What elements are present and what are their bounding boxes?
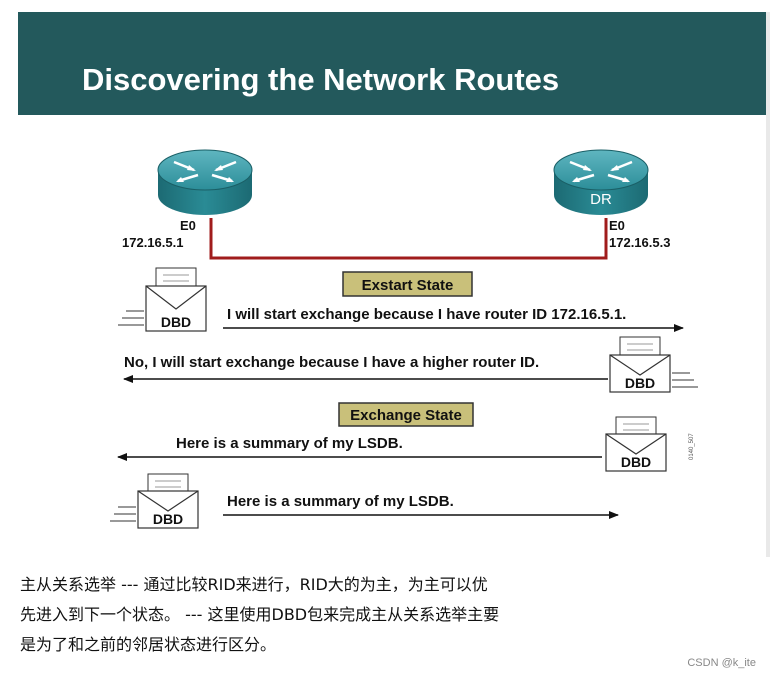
caption-line-1: 主从关系选举 --- 通过比较RID来进行，RID大的为主，为主可以优	[20, 575, 488, 594]
watermark-credit: CSDN @k_ite	[687, 657, 756, 669]
router-icon-dr	[553, 149, 649, 215]
slide: Discovering the Network Routes	[18, 12, 770, 557]
message-3: Here is a summary of my LSDB.	[176, 435, 403, 452]
exstart-state-box	[342, 271, 473, 297]
slide-edge	[766, 12, 770, 557]
caption: 主从关系选举 --- 通过比较RID来进行，RID大的为主，为主可以优 先进入到…	[20, 570, 660, 660]
exstart-state-label: Exstart State	[362, 277, 454, 294]
ospf-exchange-diagram: DR E0 172.16.5.1 E0 172.16.5.3 Exstart S…	[110, 149, 698, 529]
svg-text:DBD: DBD	[161, 314, 191, 330]
message-1: I will start exchange because I have rou…	[227, 306, 626, 323]
slide-title: Discovering the Network Routes	[82, 62, 560, 97]
dbd-packet-icon-4: DBD	[110, 473, 199, 529]
message-2: No, I will start exchange because I have…	[124, 354, 539, 371]
router-left-interface: E0	[180, 218, 196, 233]
svg-text:DBD: DBD	[625, 375, 655, 391]
router-icon-left	[157, 149, 253, 215]
router-left-ip: 172.16.5.1	[122, 235, 183, 250]
router-name-dr: DR	[590, 191, 612, 208]
figure-id: 0140_507	[689, 433, 695, 460]
exchange-state-label: Exchange State	[350, 407, 462, 424]
svg-text:DBD: DBD	[621, 454, 651, 470]
exchange-state-box	[338, 402, 474, 427]
dbd-packet-icon-3: DBD	[605, 416, 667, 472]
router-dr-ip: 172.16.5.3	[609, 235, 670, 250]
dbd-packet-icon-1: DBD	[118, 267, 207, 332]
slide-header: Discovering the Network Routes	[18, 12, 770, 115]
router-dr-interface: E0	[609, 218, 625, 233]
ethernet-link	[209, 218, 608, 260]
caption-line-2: 先进入到下一个状态。 --- 这里使用DBD包来完成主从关系选举主要	[20, 605, 500, 624]
message-4: Here is a summary of my LSDB.	[227, 493, 454, 510]
dbd-packet-icon-2: DBD	[609, 336, 698, 393]
caption-line-3: 是为了和之前的邻居状态进行区分。	[20, 635, 277, 654]
svg-text:DBD: DBD	[153, 511, 183, 527]
